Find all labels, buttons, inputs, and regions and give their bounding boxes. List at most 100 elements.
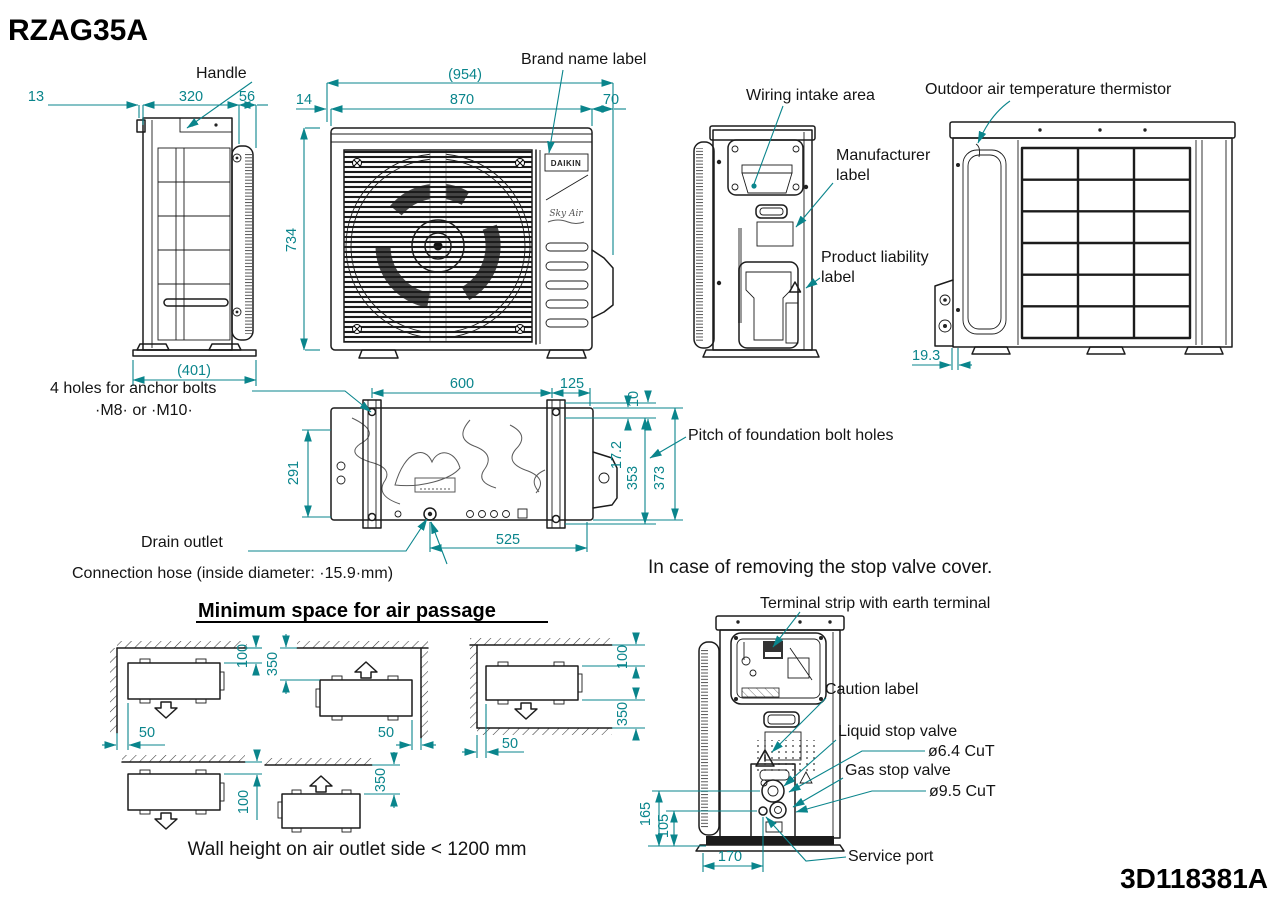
mounting-rails	[362, 399, 566, 529]
drain-outlet-hole	[423, 507, 437, 521]
warning-triangle-icon	[788, 281, 802, 293]
dim-space2-350: 350	[265, 652, 281, 676]
airflow-arrow-down-icon	[514, 702, 538, 720]
dim-bottom-10: 10	[626, 391, 642, 407]
manufacturer-label-plate	[756, 221, 794, 247]
brand-logo-text: DAIKIN	[551, 159, 582, 168]
brand-leader	[547, 69, 564, 154]
dim-lines-back	[912, 348, 972, 370]
service-port-label: Service port	[848, 848, 934, 865]
dim-front-70: 70	[603, 92, 619, 108]
warning-triangle-icon	[799, 771, 813, 784]
page-title: RZAG35A	[8, 14, 148, 47]
dim-space4-100: 100	[236, 790, 252, 814]
airflow-arrow-down-icon	[154, 701, 178, 719]
wiring-leader	[753, 105, 784, 185]
brand-name-label: Brand name label	[521, 51, 646, 68]
airflow-arrow-up-icon	[354, 661, 378, 679]
thermistor-label: Outdoor air temperature thermistor	[925, 81, 1172, 98]
warning-triangle-icon	[755, 749, 775, 767]
section-stop-valve: In case of removing the stop valve cover…	[638, 557, 996, 872]
view-back: 19.3 Outdoor air temperature thermistor	[912, 81, 1236, 370]
service-port-leader	[765, 816, 847, 862]
caution-leader	[771, 697, 827, 753]
handle-leader	[186, 81, 253, 129]
anchor-bolts-leader	[252, 390, 372, 413]
dim-bottom-373: 373	[652, 466, 668, 490]
manufacturer-label-line2: label	[836, 167, 870, 184]
dim-bottom-353: 353	[625, 466, 641, 490]
airflow-arrow-up-icon	[309, 775, 333, 793]
base-pan-ribs	[351, 417, 546, 505]
valve-cover-bump	[591, 249, 614, 319]
dim-space1-50: 50	[139, 725, 155, 741]
handle-label: Handle	[196, 65, 247, 82]
dim-valve-105: 105	[656, 814, 672, 838]
product-liability-line1: Product liability	[821, 249, 929, 266]
liquid-valve-size: ø6.4 CuT	[928, 743, 995, 760]
dim-front-954: (954)	[448, 67, 482, 83]
dim-space2-50: 50	[378, 725, 394, 741]
space-diagram-1: 100 50	[102, 635, 262, 750]
space-diagram-3: 100 350 50	[462, 632, 645, 758]
pitch-label: Pitch of foundation bolt holes	[688, 427, 893, 444]
dim-lines-front-top	[296, 79, 626, 255]
view-right-side: Wiring intake area Manufacturer label Pr…	[693, 87, 931, 358]
drain-leader	[248, 518, 428, 552]
dim-front-14: 14	[296, 92, 312, 108]
wiring-intake-label: Wiring intake area	[746, 87, 875, 104]
dim-bottom-17-2: 17.2	[609, 441, 625, 469]
dim-side-13: 13	[28, 89, 44, 105]
service-port-fitting	[758, 806, 768, 816]
dim-space1-100: 100	[235, 644, 251, 668]
dim-lines-front-height	[300, 127, 320, 351]
gas-valve-size: ø9.5 CuT	[929, 783, 996, 800]
dim-lines-bottom-bottom	[429, 522, 588, 552]
dim-valve-170: 170	[718, 849, 742, 865]
thermistor-leader	[977, 100, 1011, 144]
valve-area	[750, 740, 816, 839]
section-min-space: Minimum space for air passage 100 50	[102, 600, 645, 860]
wall-height-note: Wall height on air outlet side < 1200 mm	[188, 839, 527, 860]
terminal-strip-label: Terminal strip with earth terminal	[760, 595, 990, 612]
product-liability-leader	[805, 277, 821, 289]
dim-space3-100: 100	[615, 645, 631, 669]
dim-space5-350: 350	[373, 768, 389, 792]
dim-bottom-125: 125	[560, 376, 584, 392]
terminal-leader	[772, 611, 801, 648]
view-bottom: 600 125 10 17.2 353 373 291	[50, 376, 893, 582]
connection-hose-label: Connection hose (inside diameter: ·15.9·…	[72, 565, 393, 582]
gas-size-leader	[795, 790, 926, 813]
airflow-arrow-down-icon	[154, 812, 178, 830]
drawing-number: 3D118381A	[1120, 863, 1268, 894]
valve-area-bump	[592, 451, 618, 509]
stop-valve-cover	[738, 261, 799, 349]
space-diagram-4: 100	[121, 749, 262, 830]
anchor-bolts-label-line1: 4 holes for anchor bolts	[50, 380, 216, 397]
grille-screws	[352, 158, 525, 334]
dim-space3-350: 350	[615, 702, 631, 726]
space-diagram-2: 350 50	[265, 634, 436, 750]
manufacturer-leader	[795, 182, 834, 228]
liquid-size-leader	[788, 750, 925, 793]
body-screws	[716, 159, 809, 286]
view-front: DAIKIN Sky Air (954) 14 870 70	[284, 51, 646, 359]
gas-stop-valve	[769, 801, 787, 819]
liquid-valve-leader	[783, 739, 837, 787]
dim-lines-bottom-left	[302, 429, 331, 518]
dim-lines-side-bottom	[132, 360, 257, 386]
space-diagram-5: 350	[264, 752, 400, 833]
pitch-leader	[649, 436, 687, 459]
intake-screws	[731, 145, 800, 191]
drain-outlet-label: Drain outlet	[141, 534, 223, 551]
dim-front-870: 870	[450, 92, 474, 108]
brand-script-text: Sky Air	[549, 209, 583, 219]
dim-space3-50: 50	[502, 736, 518, 752]
view-left-side: 13 320 56 (401) Handle	[28, 65, 268, 386]
dim-back-19-3: 19.3	[912, 348, 940, 364]
side-louvers	[545, 242, 589, 328]
coil-grid	[1020, 146, 1192, 340]
dim-side-320: 320	[179, 89, 203, 105]
dim-lines-valve	[648, 790, 764, 872]
caution-label: Caution label	[825, 681, 918, 698]
